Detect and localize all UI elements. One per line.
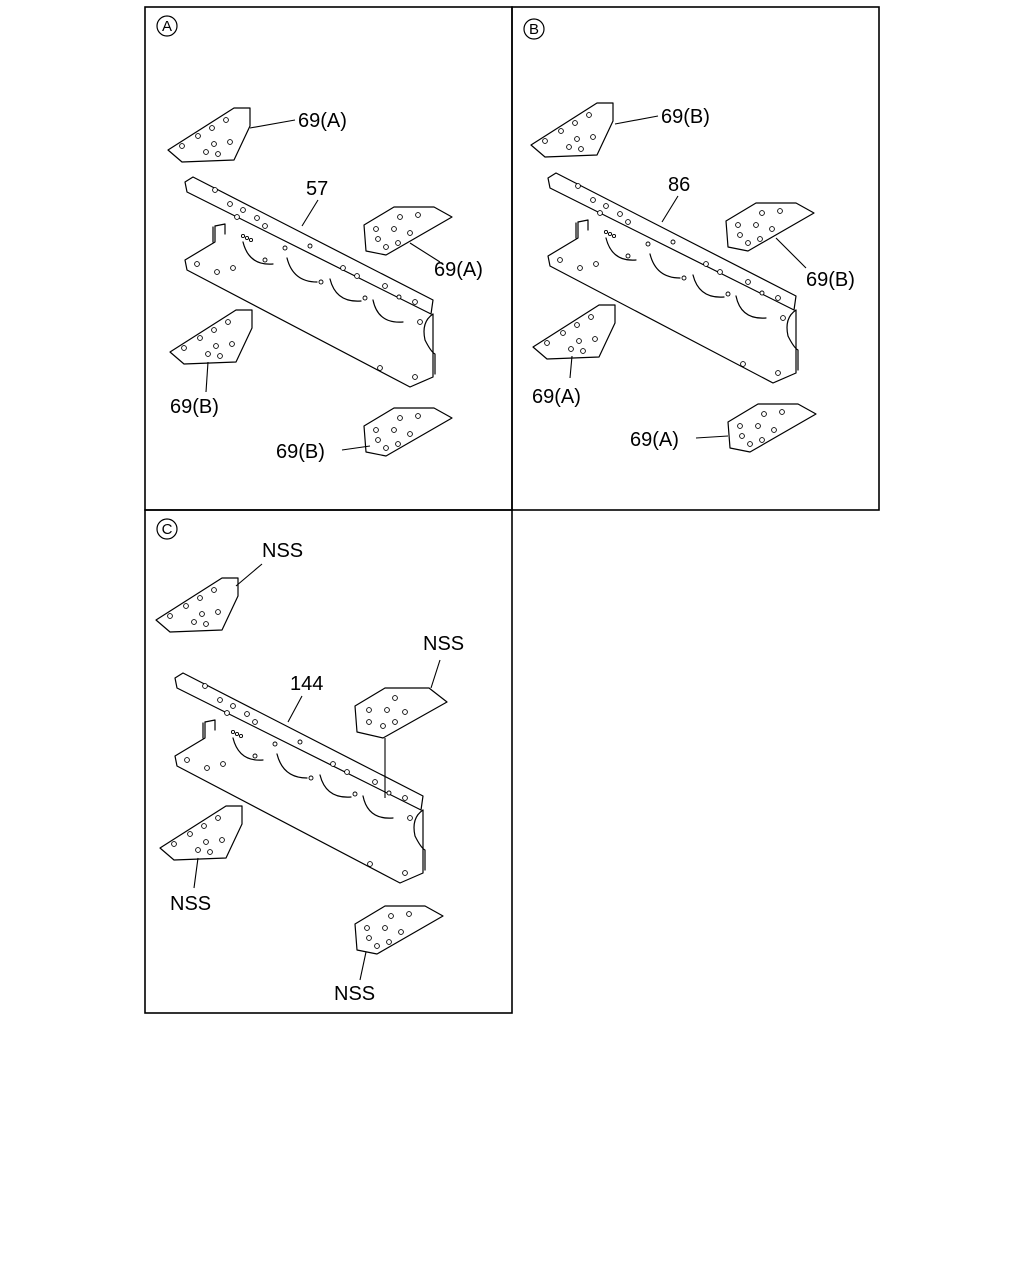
plate-lower-right-label: 69(A): [630, 429, 679, 451]
plate-upper-right-label: 69(B): [806, 269, 855, 291]
panel-b-frame: [511, 6, 880, 511]
crossmember-57-leader: [301, 199, 319, 227]
plate-lower-right-label: NSS: [334, 983, 375, 1005]
plate-lower-left: [169, 309, 253, 365]
plate-lower-left-label: 69(A): [532, 386, 581, 408]
crossmember-86-leader: [661, 195, 679, 223]
plate-upper-left: [155, 577, 239, 633]
plate-lower-right-label: 69(B): [276, 441, 325, 463]
plate-upper-left-label: NSS: [262, 540, 303, 562]
plate-lower-left: [159, 805, 243, 861]
plate-upper-right-leader: [775, 237, 807, 269]
plate-lower-left-label: 69(B): [170, 396, 219, 418]
crossmember-144-leader: [287, 695, 303, 723]
plate-upper-left-label: 69(B): [661, 106, 710, 128]
plate-upper-right: [354, 687, 448, 739]
badge-a: A: [156, 15, 178, 37]
plate-lower-right-leader: [341, 445, 371, 451]
plate-upper-right: [363, 206, 453, 256]
plate-lower-right-leader: [695, 435, 729, 439]
plate-upper-left: [167, 107, 251, 163]
plate-lower-left-label: NSS: [170, 893, 211, 915]
badge-b: B: [523, 18, 545, 40]
badge-c-letter: C: [162, 521, 173, 538]
panel-c: C 144 NSS NSS NSS NSS: [144, 509, 513, 1014]
crossmember-57-label: 57: [306, 178, 328, 200]
plate-lower-left-leader: [569, 355, 573, 379]
plate-lower-left: [532, 304, 616, 360]
plate-upper-left-label: 69(A): [298, 110, 347, 132]
plate-upper-left-leader: [235, 563, 263, 587]
panel-b: B 86 69(B) 69(B) 69(A) 69(A): [511, 6, 880, 511]
badge-c: C: [156, 518, 178, 540]
plate-upper-right-label: 69(A): [434, 259, 483, 281]
crossmember-144-label: 144: [290, 673, 323, 695]
plate-lower-right: [727, 403, 817, 453]
badge-a-letter: A: [162, 18, 172, 35]
panel-c-frame: [144, 509, 513, 1014]
plate-lower-right-leader: [359, 951, 367, 981]
plate-upper-right: [725, 202, 815, 252]
plate-lower-right: [354, 905, 444, 955]
crossmember-86-label: 86: [668, 174, 690, 196]
badge-b-letter: B: [529, 21, 539, 38]
plate-upper-right-label: NSS: [423, 633, 464, 655]
plate-lower-left-leader: [193, 857, 199, 889]
plate-upper-right-leader-top: [430, 659, 441, 689]
plate-upper-left: [530, 102, 614, 158]
plate-upper-right-leader: [409, 242, 441, 263]
panel-a: A 57 69(A) 69(A) 69(B) 69(B): [144, 6, 513, 511]
plate-lower-right: [363, 407, 453, 457]
plate-upper-left-leader: [614, 115, 659, 125]
plate-upper-left-leader: [249, 119, 296, 129]
plate-lower-left-leader: [205, 361, 209, 393]
